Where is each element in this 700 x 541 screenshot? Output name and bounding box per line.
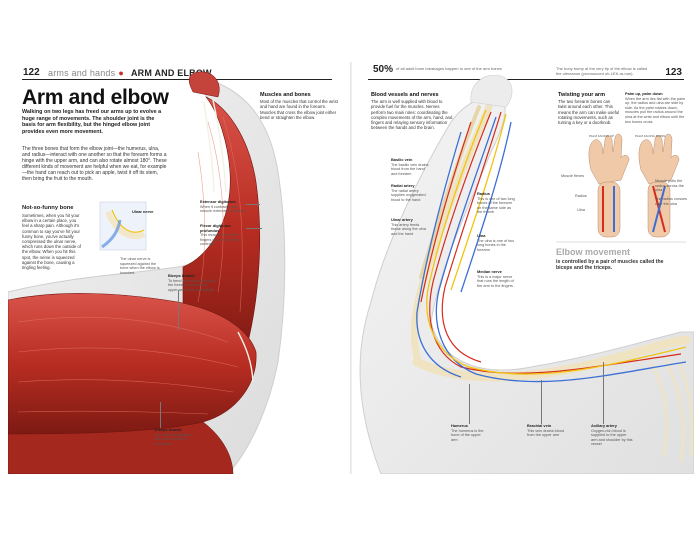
- leader-humerus: [469, 384, 470, 424]
- blood-heading: Blood vessels and nerves: [371, 92, 439, 98]
- label-ulnar-squeeze: The ulnar nerve is squeezed against the …: [120, 257, 160, 275]
- leader-brachial-vein: [541, 380, 542, 424]
- fact-breakages: 50%of all adult bone breakages happen to…: [373, 64, 533, 75]
- blood-text: The arm is well supplied with blood to p…: [371, 99, 453, 131]
- page-number-right: 123: [665, 67, 682, 78]
- nerves: [426, 109, 687, 375]
- label-text: To bend the elbow, this pulls the forear…: [168, 278, 216, 292]
- caption-palm-down: PALM FACING DOWN: [635, 134, 666, 138]
- palm-text: When the arm lies flat with the palm up,…: [625, 96, 686, 124]
- palm-heading: Palm up, palm down: [625, 91, 663, 96]
- leader-extensor: [246, 204, 260, 205]
- page-title: Arm and elbow: [22, 86, 169, 109]
- leader-flexor: [246, 228, 262, 229]
- label-text: The ulnar nerve is squeezed against the …: [120, 257, 160, 275]
- label-title: Triceps brachii: [154, 427, 182, 432]
- label-muscle-flexes: Muscle flexes: [561, 174, 585, 178]
- hand: [470, 74, 513, 108]
- label-title: Flexor digitorum profundus: [200, 223, 231, 233]
- fact-percent: 50%: [373, 64, 394, 75]
- caption-palm-up: PALM FACING UP: [589, 134, 614, 138]
- humerus-bone: [412, 335, 691, 382]
- palm-up-diagram: [588, 133, 630, 238]
- label-title: Extensor digitorum: [200, 199, 236, 204]
- book-spread: 122 arms and hands● ARM AND ELBOW: [8, 62, 694, 474]
- label-muscle-pulls: Muscle pulls the radius across the ulna: [655, 179, 684, 193]
- twist-heading: Twisting your arm: [558, 92, 605, 98]
- header-rule-right: [368, 79, 684, 80]
- label-title: Ulnar nerve: [132, 209, 154, 214]
- gutter: [350, 62, 352, 474]
- label-text: The elbow straightens when this muscle i…: [154, 432, 192, 446]
- leader-biceps: [178, 290, 179, 330]
- funny-bone-text: Sometimes, when you hit your elbow in a …: [22, 213, 81, 271]
- inset-ulnar-nerve: [111, 209, 145, 233]
- running-header: arms and hands● ARM AND ELBOW: [48, 68, 212, 78]
- tendons: [203, 99, 254, 383]
- left-page: 122 arms and hands● ARM AND ELBOW: [8, 62, 351, 474]
- leader-axillary: [603, 362, 604, 424]
- body-text: The three bones that form the elbow join…: [22, 146, 167, 182]
- label-radius-crosses: The radius crosses over the ulna: [655, 197, 688, 206]
- hand-muscles: [188, 71, 220, 98]
- page-number-left: 122: [23, 67, 40, 78]
- intro-text: Walking on two legs has freed our arms u…: [22, 109, 162, 135]
- veins: [416, 116, 687, 383]
- label-title: Biceps brachii: [168, 273, 195, 278]
- fact-text: of all adult bone breakages happen to on…: [396, 66, 502, 71]
- label-text: This muscle flexes the fingers into a fi…: [200, 233, 241, 247]
- funny-bone-heading: Not-so-funny bone: [22, 205, 74, 211]
- palm-down-diagram: [638, 133, 680, 238]
- running-title: ARM AND ELBOW: [130, 68, 212, 78]
- label-radius-small: Radius: [575, 194, 587, 198]
- movement-heading: Elbow movement: [556, 247, 631, 257]
- label-ulnar-nerve: Ulnar nerve: [132, 209, 160, 215]
- label-text: When it contracts, this muscle extends t…: [200, 204, 246, 214]
- leader-triceps: [160, 402, 161, 428]
- triceps-muscle: [8, 421, 234, 474]
- muscle-fibers: [17, 116, 243, 415]
- muscle-arm-illustration: [8, 71, 286, 474]
- vessels-arm-illustration: [359, 74, 694, 474]
- fact-olecranon: The bony bump at the very tip of the elb…: [556, 66, 648, 76]
- ribs: [650, 359, 694, 463]
- header-rule-left: [22, 79, 332, 80]
- muscles-text: Most of the muscles that control the wri…: [260, 99, 338, 120]
- running-section: arms and hands: [48, 68, 116, 78]
- movement-subtext: is controlled by a pair of muscles calle…: [556, 259, 664, 272]
- right-page: 123 50%of all adult bone breakages happe…: [351, 62, 694, 474]
- running-bullet-icon: ●: [118, 68, 124, 78]
- label-ulna-small: Ulna: [577, 208, 585, 212]
- muscles-heading: Muscles and bones: [260, 92, 311, 98]
- inset-bone: [105, 210, 146, 239]
- twist-text: The two forearm bones can twist around e…: [558, 99, 620, 126]
